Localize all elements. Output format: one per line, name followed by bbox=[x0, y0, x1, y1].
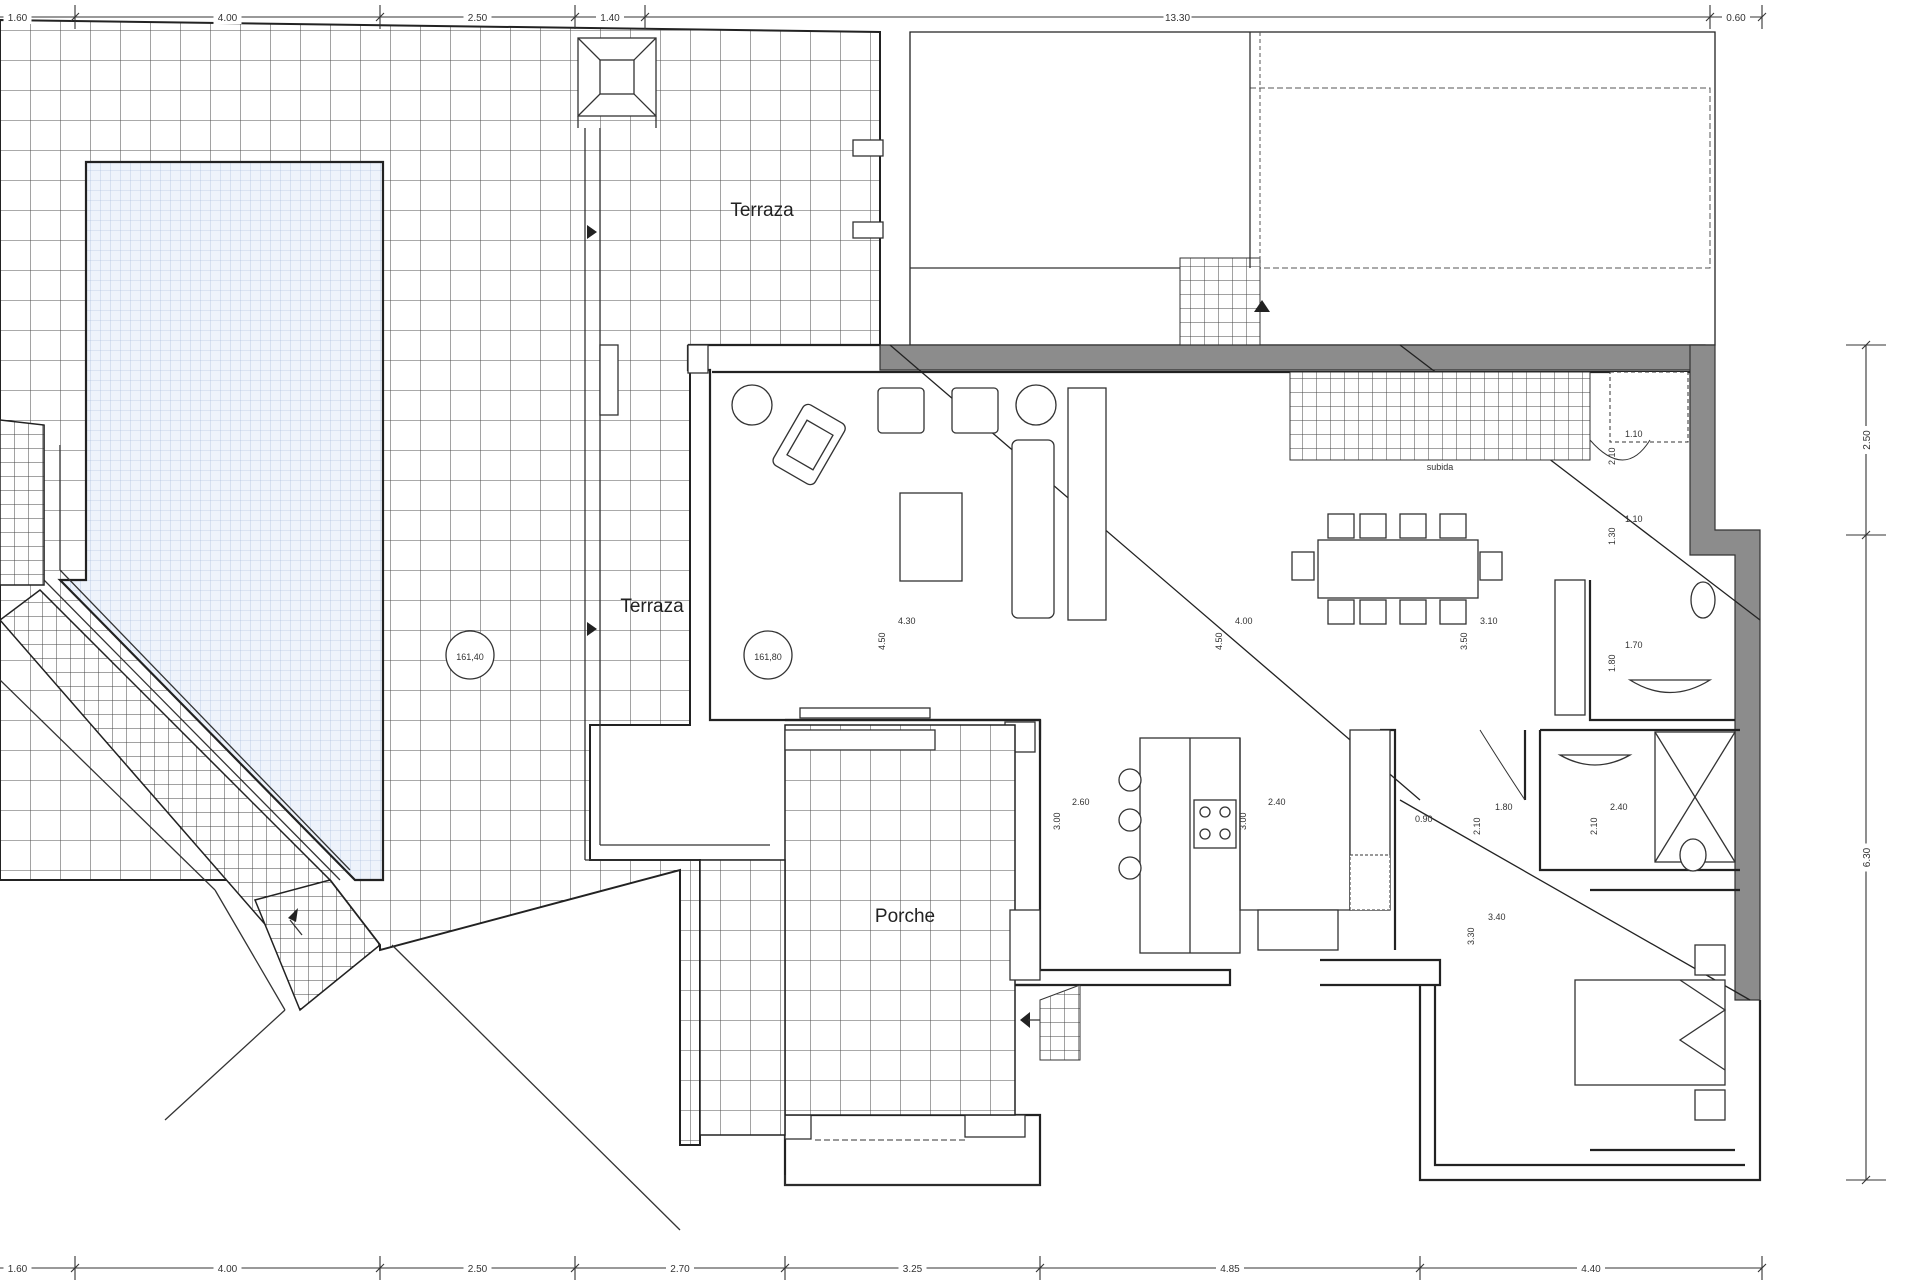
exterior-stairs-left bbox=[0, 419, 681, 1231]
level-text-living: 161,80 bbox=[754, 652, 782, 662]
dim-dining-h: 3.50 bbox=[1459, 632, 1469, 650]
dim-wc-w: 1.10 bbox=[1625, 514, 1643, 524]
dimension-label: 1.40 bbox=[600, 13, 620, 24]
outdoor-shower bbox=[577, 37, 657, 128]
bathroom-fixtures bbox=[1479, 371, 1736, 872]
dim-bath-h: 2.10 bbox=[1589, 817, 1599, 835]
top-dimension-chain: 1.60 4.00 2.50 1.40 13.30 0.60 bbox=[0, 5, 1767, 29]
dimension-label: 13.30 bbox=[1165, 13, 1190, 24]
stairs-note: subida bbox=[1427, 462, 1454, 472]
dimension-label: 4.40 bbox=[1581, 1264, 1601, 1275]
dimension-label: 2.70 bbox=[670, 1264, 690, 1275]
dimension-label: 0.60 bbox=[1726, 13, 1746, 24]
interior-stairs: subida bbox=[1289, 371, 1591, 472]
dimension-label: 4.00 bbox=[218, 1264, 238, 1275]
dim-living-h: 4.50 bbox=[877, 632, 887, 650]
dim-corridor-w: 0.90 bbox=[1415, 814, 1433, 824]
dim-bedroom-h: 3.30 bbox=[1466, 927, 1476, 945]
dim-hall-h: 4.50 bbox=[1214, 632, 1224, 650]
dim-kitchen-h: 3.00 bbox=[1238, 812, 1248, 830]
level-text-terrace: 161,40 bbox=[456, 652, 484, 662]
dimension-label: 3.25 bbox=[903, 1264, 923, 1275]
dim-lobby-h: 2.10 bbox=[1607, 447, 1617, 465]
dimension-label: 4.85 bbox=[1220, 1264, 1240, 1275]
dim-wc-h: 1.30 bbox=[1607, 527, 1617, 545]
room-label-terrace-mid: Terraza bbox=[620, 596, 684, 617]
dim-lobby-w: 1.10 bbox=[1625, 429, 1643, 439]
bottom-dimension-chain: 1.60 4.00 2.50 2.70 3.25 4.85 4.40 bbox=[0, 1256, 1767, 1280]
right-dimension-chain: 2.50 6.30 bbox=[1846, 340, 1886, 1185]
kitchen-furniture bbox=[784, 707, 1391, 954]
dim-hall-w: 4.00 bbox=[1235, 616, 1253, 626]
room-annotations: 4.30 4.50 4.00 4.50 3.10 3.50 2.60 3.00 … bbox=[877, 429, 1643, 945]
dim-bedroom-w: 3.40 bbox=[1488, 912, 1506, 922]
dimension-label: 2.50 bbox=[468, 13, 488, 24]
dim-hall2-h: 2.10 bbox=[1472, 817, 1482, 835]
living-room-furniture: 161,80 bbox=[731, 384, 1107, 680]
dimension-label: 2.50 bbox=[1862, 430, 1873, 450]
dim-bath-w: 2.40 bbox=[1610, 802, 1628, 812]
room-label-porch: Porche bbox=[875, 906, 935, 927]
dim-kitchen-w: 2.40 bbox=[1268, 797, 1286, 807]
dim-dining-w: 3.10 bbox=[1480, 616, 1498, 626]
swimming-pool bbox=[57, 160, 385, 882]
dim-wc2-w: 1.70 bbox=[1625, 640, 1643, 650]
room-label-terrace-upper: Terraza bbox=[730, 200, 794, 221]
dim-living-w: 4.30 bbox=[898, 616, 916, 626]
dimension-label: 1.60 bbox=[8, 1264, 28, 1275]
dimension-label: 6.30 bbox=[1862, 847, 1873, 867]
bedroom-furniture bbox=[1574, 944, 1727, 1121]
dim-hall2-w: 1.80 bbox=[1495, 802, 1513, 812]
dimension-label: 4.00 bbox=[218, 13, 238, 24]
dining-furniture bbox=[1291, 513, 1503, 625]
level-marker-terrace: 161,40 bbox=[445, 630, 495, 680]
driveway-area bbox=[909, 31, 1716, 346]
dimension-label: 2.50 bbox=[468, 1264, 488, 1275]
level-marker: 161,80 bbox=[743, 630, 793, 680]
dim-pantry-w: 2.60 bbox=[1072, 797, 1090, 807]
dim-wc2-h: 1.80 bbox=[1607, 654, 1617, 672]
dim-pantry-h: 3.00 bbox=[1052, 812, 1062, 830]
dimension-label: 1.60 bbox=[8, 13, 28, 24]
house-walls bbox=[686, 343, 1762, 1187]
